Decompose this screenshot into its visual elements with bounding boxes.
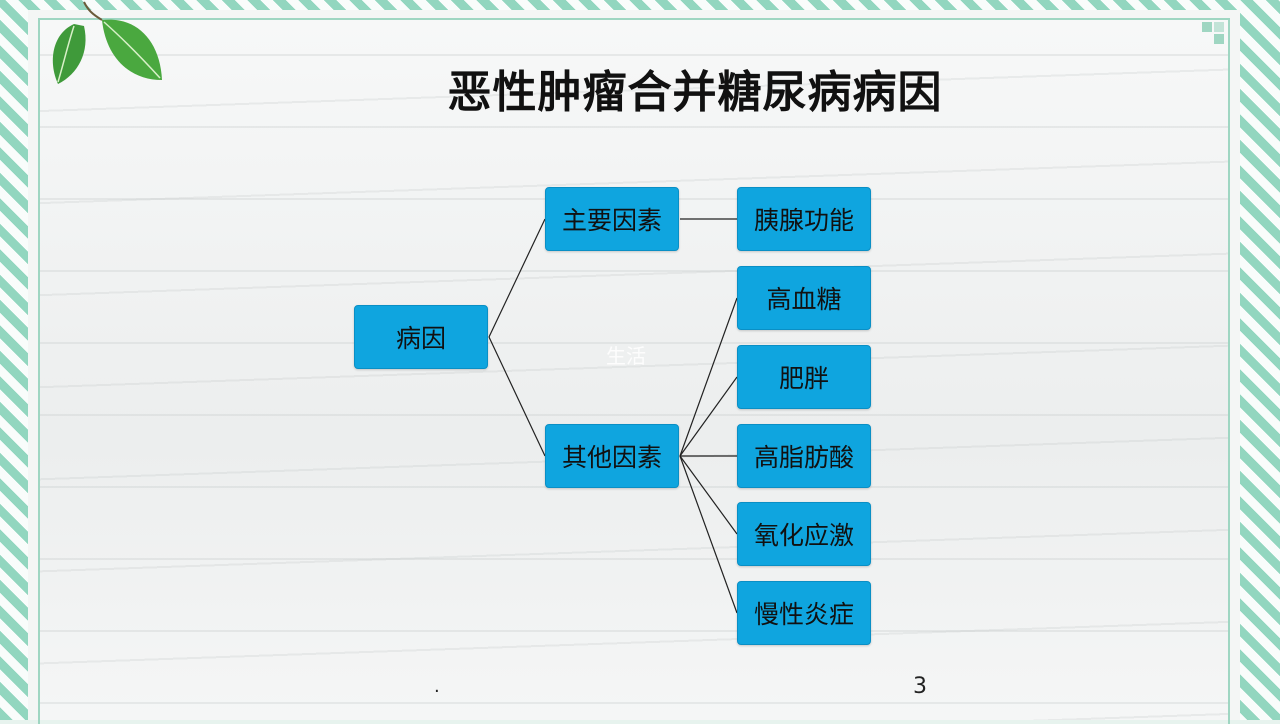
inner-frame-line <box>38 18 1230 724</box>
connector-root-other <box>488 336 546 457</box>
node-obesity: 肥胖 <box>737 345 871 409</box>
node-other-factor: 其他因素 <box>545 424 679 488</box>
connector-root-main <box>488 218 546 338</box>
corner-square-decoration <box>1214 34 1224 44</box>
node-pancreas-function: 胰腺功能 <box>737 187 871 251</box>
connector-other-obesity <box>679 376 738 457</box>
corner-square-decoration <box>1214 22 1224 32</box>
slide-title: 恶性肿瘤合并糖尿病病因 <box>447 67 943 118</box>
connector-other-inflammation <box>679 455 738 614</box>
node-high-fatty-acid: 高脂肪酸 <box>737 424 871 488</box>
corner-square-decoration <box>1202 22 1212 32</box>
node-root: 病因 <box>354 305 488 369</box>
leaf-decoration-icon <box>52 1 162 84</box>
node-chronic-inflammation: 慢性炎症 <box>737 581 871 645</box>
node-main-factor: 主要因素 <box>545 187 679 251</box>
connector-other-oxidative-stress <box>679 455 738 535</box>
node-hyperglycemia: 高血糖 <box>737 266 871 330</box>
node-oxidative-stress: 氧化应激 <box>737 502 871 566</box>
page-number: 3 <box>913 674 927 699</box>
footer-dot: . <box>434 676 440 697</box>
connector-other-hyperglycemia <box>679 297 738 457</box>
wood-texture <box>40 20 1228 720</box>
watermark-text: 生活 <box>606 344 646 368</box>
